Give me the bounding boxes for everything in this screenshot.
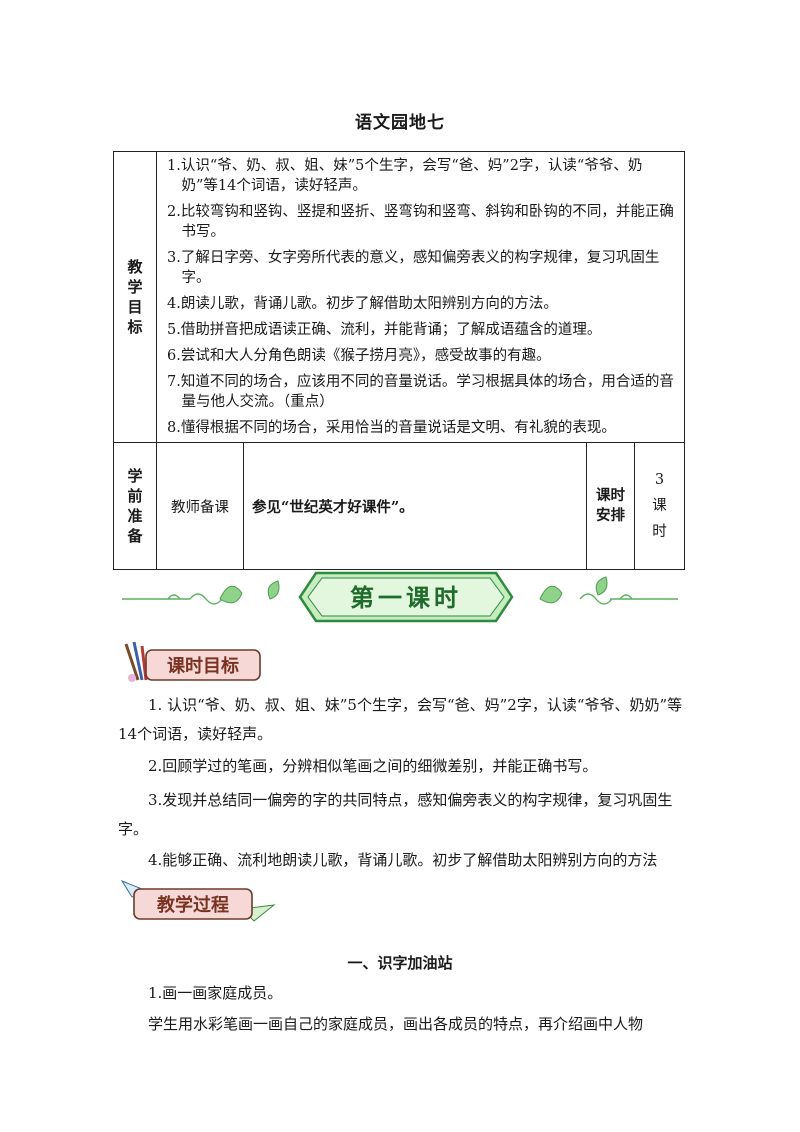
goal-item: 2.比较弯钩和竖钩、竖提和竖折、竖弯钩和竖弯、斜钩和卧钩的不同，并能正确书写。 [167,204,674,240]
leaf-icon [267,580,280,600]
schedule-value-line: 时 [652,524,667,540]
objective-item: 2.回顾学过的笔画，分辨相似笔画之间的细微差别，并能正确书写。 [148,757,598,775]
prep-label-char: 备 [127,527,143,545]
banner-text: 第一课时 [350,583,462,612]
goal-item: 6.尝试和大人分角色朗读《猴子捞月亮》，感受故事的有趣。 [167,348,551,364]
banner-plate-inner [307,577,505,617]
leaf-icon [595,576,608,596]
goals-row: 教 学 目 标 1.认识“爷、奶、叔、姐、妹”5个生字，会写“爸、妈”2字，认读… [113,151,686,443]
goals-label-char: 教 [127,258,143,276]
goals-list: 1.认识“爷、奶、叔、姐、妹”5个生字，会写“爸、妈”2字，认读“爷爷、奶奶”等… [155,151,686,443]
goals-label-char: 标 [127,318,143,336]
process-tag-text: 教学过程 [157,894,229,916]
goal-item: 3.了解日字旁、女字旁所代表的意义，感知偏旁表义的构字规律，复习巩固生字。 [167,250,660,286]
prep-label: 学 前 准 备 [113,442,157,570]
section-heading: 一、识字加油站 [347,954,453,972]
process-tag: 教学过程 [120,879,276,922]
schedule-value-line: 3 [654,472,665,488]
goals-label: 教 学 目 标 [113,151,157,443]
leaf-icon [219,585,243,604]
goal-item: 8.懂得根据不同的场合，采用恰当的音量说话是文明、有礼貌的表现。 [167,420,616,436]
goals-label-char: 目 [127,298,143,316]
banner-left-vine [122,593,223,605]
goal-item: 7.知道不同的场合，应该用不同的音量说话。学习根据具体的场合，用合适的音量与他人… [167,374,674,410]
goal-item: 4.朗读儿歌，背诵儿歌。初步了解借助太阳辨别方向的方法。 [167,296,558,312]
document-title: 语文园地七 [355,113,445,133]
prep-row: 学 前 准 备 教师备课 参见“世纪英才好课件”。 课时 安排 3 课 时 [113,442,686,570]
lesson-banner: 第一课时 [122,571,678,623]
banner-right-vine [579,593,678,605]
objective-item: 1. 认识“爷、奶、叔、姐、妹”5个生字，会写“爸、妈”2字，认读“爷爷、奶奶”… [118,696,683,743]
objectives-tag-box [145,649,261,681]
schedule-label: 课时 安排 [586,442,635,570]
prep-content-cell: 参见“世纪英才好课件”。 [243,442,587,570]
schedule-label-line: 课时 [596,487,625,504]
objectives-tag: 课时目标 [124,641,261,682]
objectives-tag-text: 课时目标 [167,655,239,677]
goals-label-char: 学 [127,278,143,296]
objective-item: 4.能够正确、流利地朗读儿歌，背诵儿歌。初步了解借助太阳辨别方向的方法 [148,851,658,869]
schedule-value-line: 课 [652,498,667,514]
section-item: 1.画一画家庭成员。 [148,984,283,1002]
goal-item: 1.认识“爷、奶、叔、姐、妹”5个生字，会写“爸、妈”2字，认读“爷爷、奶奶”等… [167,158,643,194]
process-tag-box [133,888,253,920]
brush-icon [124,641,148,682]
leaf-icon [539,585,563,604]
prep-label-char: 前 [127,487,143,505]
prep-label-char: 准 [127,507,143,525]
lesson-plan-table: 教 学 目 标 1.认识“爷、奶、叔、姐、妹”5个生字，会写“爸、妈”2字，认读… [113,151,686,570]
prep-teacher-cell: 教师备课 [156,442,244,570]
goal-item: 5.借助拼音把成语读正确、流利，并能背诵；了解成语蕴含的道理。 [167,322,602,338]
objective-item: 3.发现并总结同一偏旁的字的共同特点，感知偏旁表义的构字规律，复习巩固生字。 [118,791,673,838]
section-paragraph: 学生用水彩笔画一画自己的家庭成员，画出各成员的特点，再介绍画中人物 [148,1015,644,1033]
schedule-value: 3 课 时 [633,442,686,570]
prep-label-char: 学 [127,467,143,485]
schedule-label-line: 安排 [596,507,625,524]
